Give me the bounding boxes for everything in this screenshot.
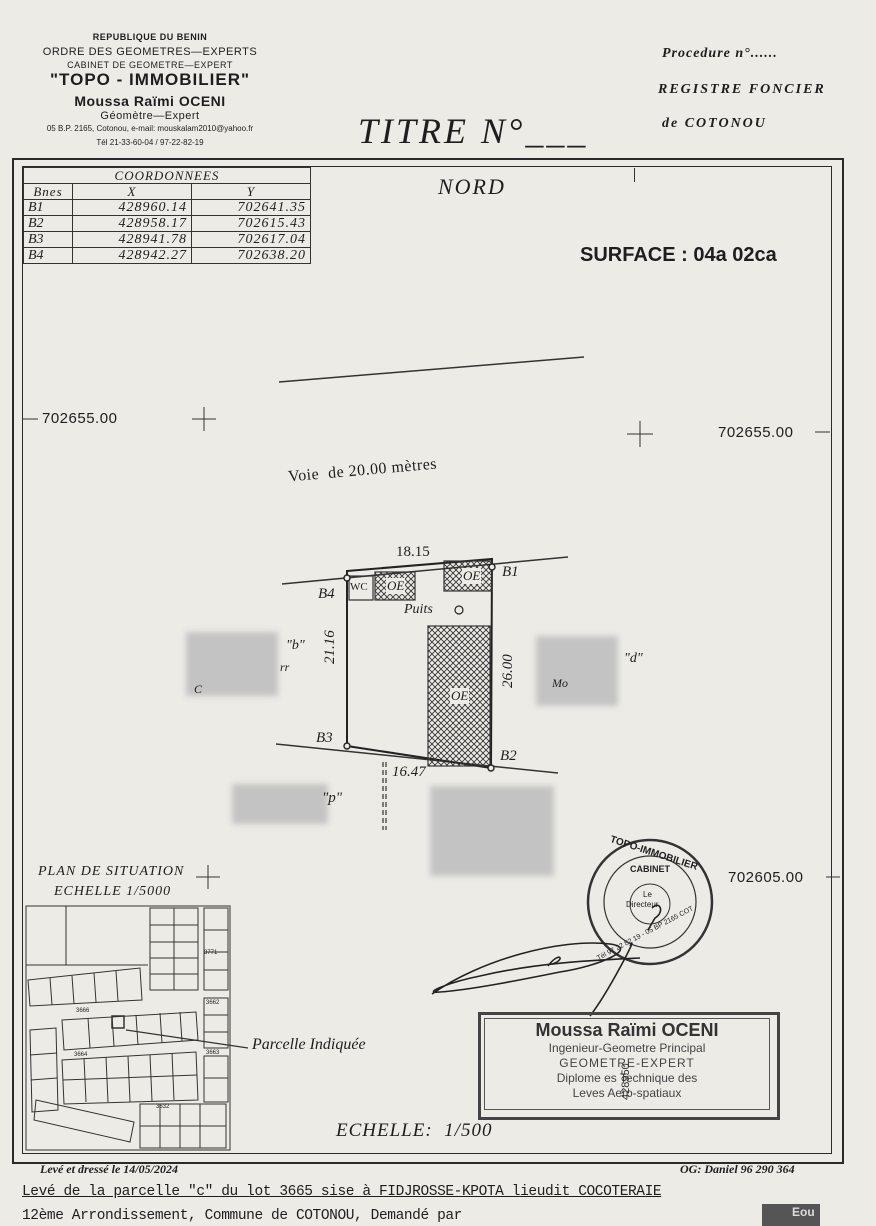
neighbor-d-label: "d" xyxy=(624,651,643,666)
procedure-number: Procedure n°...... xyxy=(662,46,778,61)
north-road-line xyxy=(278,356,585,383)
surveyor-role: Géomètre—Expert xyxy=(100,110,200,122)
stamp-line-1: Ingenieur-Geometre Principal xyxy=(548,1041,706,1055)
neighbor-b-label: "b" xyxy=(286,638,305,653)
lot-number: 3663 xyxy=(206,1050,220,1056)
marker-b2 xyxy=(487,764,495,772)
table-row: B4 428942.27 702638.20 xyxy=(23,247,311,264)
coords-cell: B4 xyxy=(23,247,73,264)
stamp-name: Moussa Raïmi OCENI xyxy=(535,1020,719,1040)
label-b3: B3 xyxy=(316,730,333,746)
footer-line-2: 12ème Arrondissement, Commune de COTONOU… xyxy=(22,1208,462,1224)
wc-box xyxy=(348,575,374,601)
seal-center-1: Le xyxy=(643,890,652,899)
cabinet-seal xyxy=(586,838,714,966)
stamp-line-4: Leves Aero-spatiaux xyxy=(572,1086,682,1100)
surveyor-stamp-frame xyxy=(478,1012,780,1120)
footer-dark-block xyxy=(762,1204,820,1226)
marker-b4 xyxy=(343,574,351,582)
coords-cell: 702617.04 xyxy=(191,231,311,248)
coords-cell: 702638.20 xyxy=(191,247,311,264)
coords-title-row: COORDONNEES xyxy=(23,167,311,184)
situation-map xyxy=(25,905,249,1151)
registre-city: de COTONOU xyxy=(662,116,767,131)
phone-line: Tél 21-33-60-04 / 97-22-82-19 xyxy=(96,138,204,147)
cabinet-label: CABINET DE GEOMETRE—EXPERT xyxy=(67,60,233,70)
lot-number: 3632 xyxy=(156,1104,170,1110)
oe-label-1: OE xyxy=(386,578,406,594)
surveyor-name: Moussa Raïmi OCENI xyxy=(74,93,226,109)
republic-label: REPUBLIQUE DU BENIN xyxy=(92,32,208,42)
grid-label-right-bottom: 702605.00 xyxy=(728,869,804,886)
lot-number: 3664 xyxy=(74,1052,88,1058)
coords-cell: 428960.14 xyxy=(72,199,192,216)
north-tick xyxy=(634,168,635,182)
footer-line-2-end: Eou xyxy=(792,1205,815,1219)
registre-label: REGISTRE FONCIER xyxy=(658,82,826,97)
firm-name: "TOPO - IMMOBILIER" xyxy=(49,70,251,89)
address-line: 05 B.P. 2165, Cotonou, e-mail: mouskalam… xyxy=(46,124,254,133)
coords-cell: 428942.27 xyxy=(72,247,192,264)
lot-number: 3666 xyxy=(76,1008,90,1014)
coords-header-bnes: Bnes xyxy=(23,183,73,200)
surface-label: SURFACE : 04a 02ca xyxy=(580,244,777,266)
right-dimension: 26.00 xyxy=(500,654,516,688)
oe-label-2: OE xyxy=(462,568,482,584)
bottom-boundary-line xyxy=(275,743,559,774)
seal-center-2: Directeur xyxy=(626,900,659,909)
coordinates-table: COORDONNEES Bnes X Y B1 428960.14 702641… xyxy=(23,167,311,264)
grid-label-right-top: 702655.00 xyxy=(718,424,794,441)
bottom-dimension: 16.47 xyxy=(392,764,426,780)
lot-number: 3662 xyxy=(206,1000,220,1006)
redacted-area-b xyxy=(186,632,278,696)
redacted-area-d xyxy=(536,636,618,706)
situation-title: PLAN DE SITUATION xyxy=(38,864,185,879)
coords-title: COORDONNEES xyxy=(23,167,311,184)
table-row: B2 428958.17 702615.43 xyxy=(23,215,311,232)
map-frame-inner xyxy=(22,166,832,1154)
coords-cell: B1 xyxy=(23,199,73,216)
north-label: NORD xyxy=(438,174,506,199)
stamp-line-3: Diplome es Technique des xyxy=(556,1071,698,1085)
neighbor-mo-fragment: Mo xyxy=(552,676,568,690)
map-frame-outer xyxy=(12,158,844,1164)
grid-crosses xyxy=(22,407,840,889)
survey-date: Levé et dressé le 14/05/2024 xyxy=(40,1162,178,1176)
well-label: Puits xyxy=(404,602,433,617)
label-b2: B2 xyxy=(500,748,517,764)
seal-mid-text: CABINET xyxy=(630,864,670,874)
neighbor-c-fragment: C xyxy=(194,682,203,696)
label-b4: B4 xyxy=(318,586,335,602)
neighbor-p-label: "p" xyxy=(322,790,343,806)
signature xyxy=(431,904,662,1017)
road-edge-line xyxy=(281,556,569,585)
marker-b1 xyxy=(488,563,496,571)
top-dimension: 18.15 xyxy=(396,544,430,560)
redacted-area-center xyxy=(430,786,554,876)
surveyor-stamp: Moussa Raïmi OCENI Ingenieur-Geometre Pr… xyxy=(484,1018,770,1110)
footer-line-1: Levé de la parcelle "c" du lot 3665 sise… xyxy=(22,1184,662,1200)
well-icon xyxy=(454,605,464,615)
redacted-area-p xyxy=(232,784,328,824)
left-dimension: 21.16 xyxy=(322,630,338,664)
situation-scale: ECHELLE 1/5000 xyxy=(54,884,172,899)
order-label: ORDRE DES GEOMETRES—EXPERTS xyxy=(42,46,258,58)
marker-b3 xyxy=(343,742,351,750)
neighbor-rr-fragment: rr xyxy=(280,660,290,674)
wc-label: WC xyxy=(350,581,368,593)
parcel-indicated-label: Parcelle Indiquée xyxy=(252,1036,366,1053)
oe-label-3: OE xyxy=(450,688,470,704)
title-number: TITRE N°___ xyxy=(358,111,589,151)
og-reference: OG: Daniel 96 290 364 xyxy=(680,1162,795,1176)
stamp-vertical-coordinate: 428950 xyxy=(620,1063,632,1100)
lot-number: 3771 xyxy=(204,950,218,956)
label-b1: B1 xyxy=(502,564,519,580)
stamp-line-2: GEOMETRE-EXPERT xyxy=(559,1056,695,1070)
scale-label: ECHELLE: 1/500 xyxy=(336,1120,493,1141)
grid-label-left: 702655.00 xyxy=(42,410,118,427)
